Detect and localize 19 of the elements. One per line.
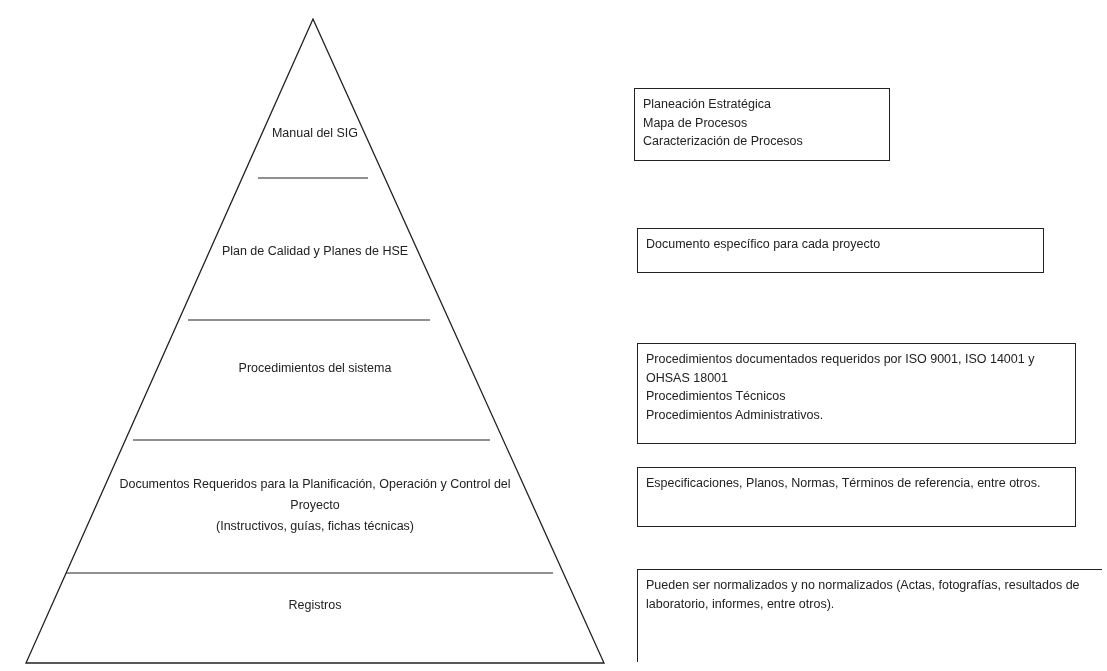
description-box xyxy=(634,88,890,161)
level-label: Procedimientos del sistema xyxy=(238,359,392,377)
level-label: (Instructivos, guías, fichas técnicas) xyxy=(216,517,414,535)
description-text: Procedimientos Técnicos xyxy=(646,388,787,405)
description-box xyxy=(637,228,1044,273)
level-label: Registros xyxy=(288,596,342,614)
description-text: Caracterización de Procesos xyxy=(643,133,804,150)
level-label: Manual del SIG xyxy=(271,124,359,142)
description-text: Documento específico para cada proyecto xyxy=(646,236,882,253)
description-text: Procedimientos Administrativos. xyxy=(646,406,825,424)
level-label: Documentos Requeridos para la Planificación, Operación y Control del Proyecto xyxy=(118,475,512,514)
description-text: Procedimientos documentados requeridos por ISO 9001, ISO 14001 y OHSAS 18001 xyxy=(646,351,1036,387)
description-text: Pueden ser normalizados y no normalizados (Actas, fotografías, resultados de laboratorio, informes, entre otros). xyxy=(646,577,1081,613)
description-text: Especificaciones, Planos, Normas, Términos de referencia, entre otros. xyxy=(646,475,1042,492)
description-text: Planeación Estratégica xyxy=(643,96,772,113)
description-box xyxy=(637,467,1076,527)
description-box xyxy=(637,343,1076,444)
description-text: Mapa de Procesos xyxy=(643,114,749,132)
level-label: Plan de Calidad y Planes de HSE xyxy=(221,242,409,260)
